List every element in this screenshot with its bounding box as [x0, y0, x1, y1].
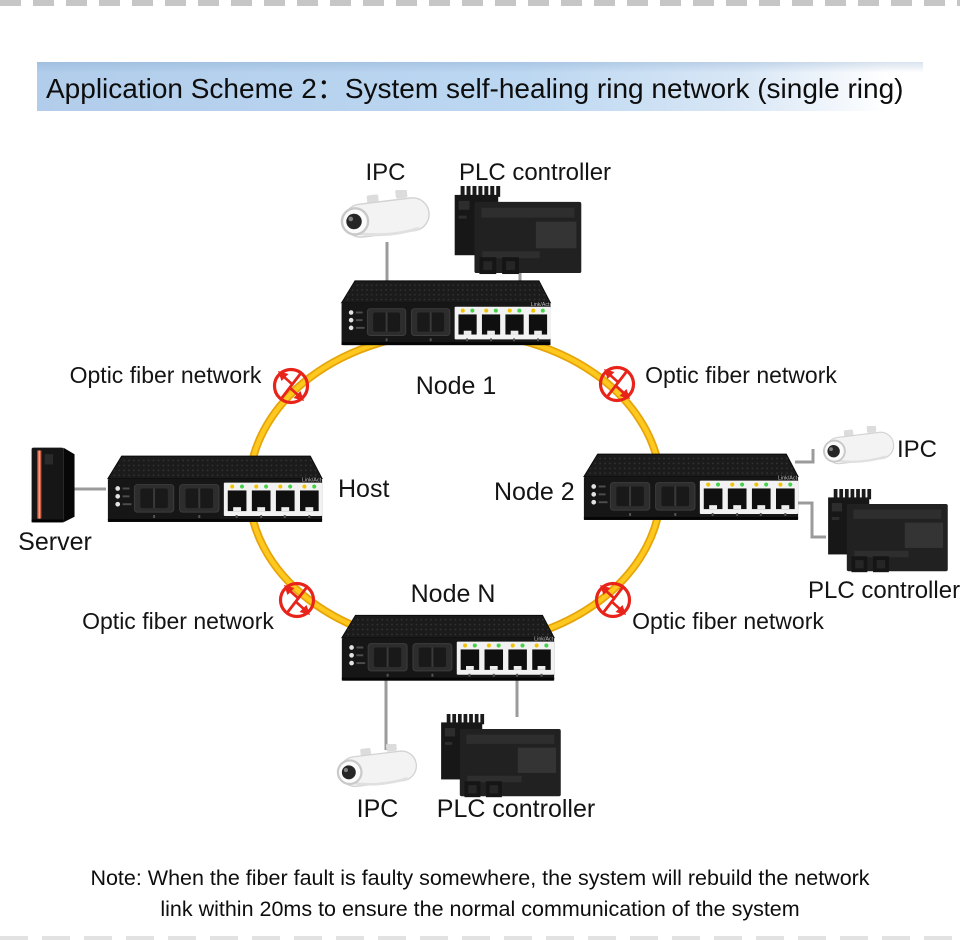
- top-dashed-border: [0, 0, 960, 6]
- label-node2: Node 2: [494, 478, 575, 506]
- note-line-1: Note: When the fiber fault is faulty som…: [90, 866, 870, 890]
- page-title: Application Scheme 2：System self-healing…: [46, 72, 904, 104]
- server-tower: [31, 447, 75, 523]
- switch-host: [107, 455, 323, 523]
- label-ipc-right: IPC: [897, 436, 938, 463]
- label-node-n: Node N: [410, 580, 496, 608]
- label-fiber-bottom-right: Optic fiber network: [632, 608, 824, 634]
- ipc-camera-bottom: [333, 744, 420, 791]
- ipc-camera-top: [337, 190, 433, 242]
- label-fiber-top-left: Optic fiber network: [69, 362, 262, 388]
- switch-node2: [583, 453, 799, 521]
- ipc-camera-right: [820, 426, 897, 468]
- label-plc-right: PLC controller: [808, 577, 960, 604]
- label-node1: Node 1: [415, 372, 497, 400]
- title-bar: Application Scheme 2：System self-healing…: [37, 62, 923, 111]
- label-host: Host: [338, 475, 390, 503]
- link-node2-plc: [795, 501, 826, 539]
- plc-controller-bottom: [441, 714, 561, 798]
- plc-controller-top: [454, 186, 582, 275]
- switch-node1: [341, 280, 551, 346]
- label-server: Server: [18, 528, 92, 556]
- switch-nodeN: [341, 614, 555, 682]
- label-plc-top: PLC controller: [458, 159, 612, 186]
- note-line-2: link within 20ms to ensure the normal co…: [160, 897, 800, 921]
- link-node2-ipc: [795, 449, 815, 464]
- label-ipc-bottom: IPC: [356, 795, 399, 823]
- label-ipc-top: IPC: [365, 159, 406, 186]
- bottom-dashed-border: [0, 936, 960, 940]
- label-fiber-top-right: Optic fiber network: [645, 362, 837, 388]
- label-fiber-bottom-left: Optic fiber network: [82, 608, 274, 634]
- label-plc-bottom: PLC controller: [436, 795, 596, 823]
- plc-controller-right: [828, 489, 948, 573]
